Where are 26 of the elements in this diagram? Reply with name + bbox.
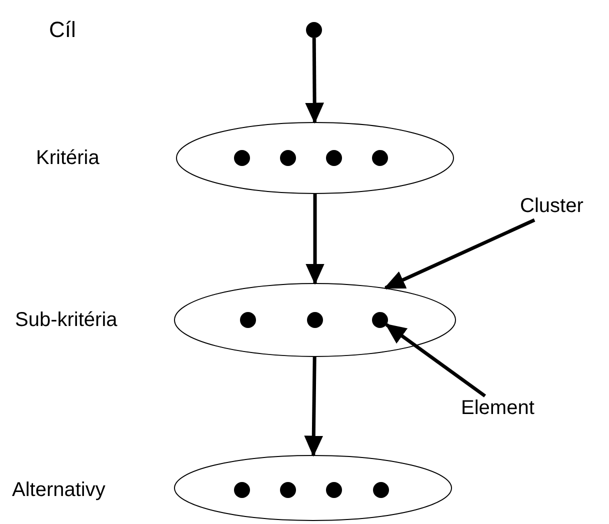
cluster-ellipse <box>174 283 456 357</box>
dot <box>373 482 389 498</box>
arrow <box>304 356 324 457</box>
cluster-ellipse <box>174 455 452 521</box>
arrow <box>384 218 536 290</box>
arrow <box>385 323 486 398</box>
arrow <box>306 194 324 285</box>
annotation-label: Element <box>461 396 534 420</box>
dot <box>280 150 296 166</box>
dot <box>326 150 342 166</box>
level-label: Alternativy <box>12 478 106 502</box>
dot <box>234 150 250 166</box>
level-label: Sub-kritéria <box>15 308 118 332</box>
dot <box>306 22 322 38</box>
level-label: Kritéria <box>36 146 100 170</box>
dot <box>240 312 256 328</box>
dot <box>234 482 250 498</box>
cluster-ellipse <box>176 122 454 194</box>
dot <box>326 482 342 498</box>
dot <box>372 312 388 328</box>
dot <box>307 312 323 328</box>
dot <box>372 150 388 166</box>
level-label: Cíl <box>49 18 76 42</box>
arrow <box>305 38 324 124</box>
annotation-label: Cluster <box>520 194 584 218</box>
dot <box>280 482 296 498</box>
